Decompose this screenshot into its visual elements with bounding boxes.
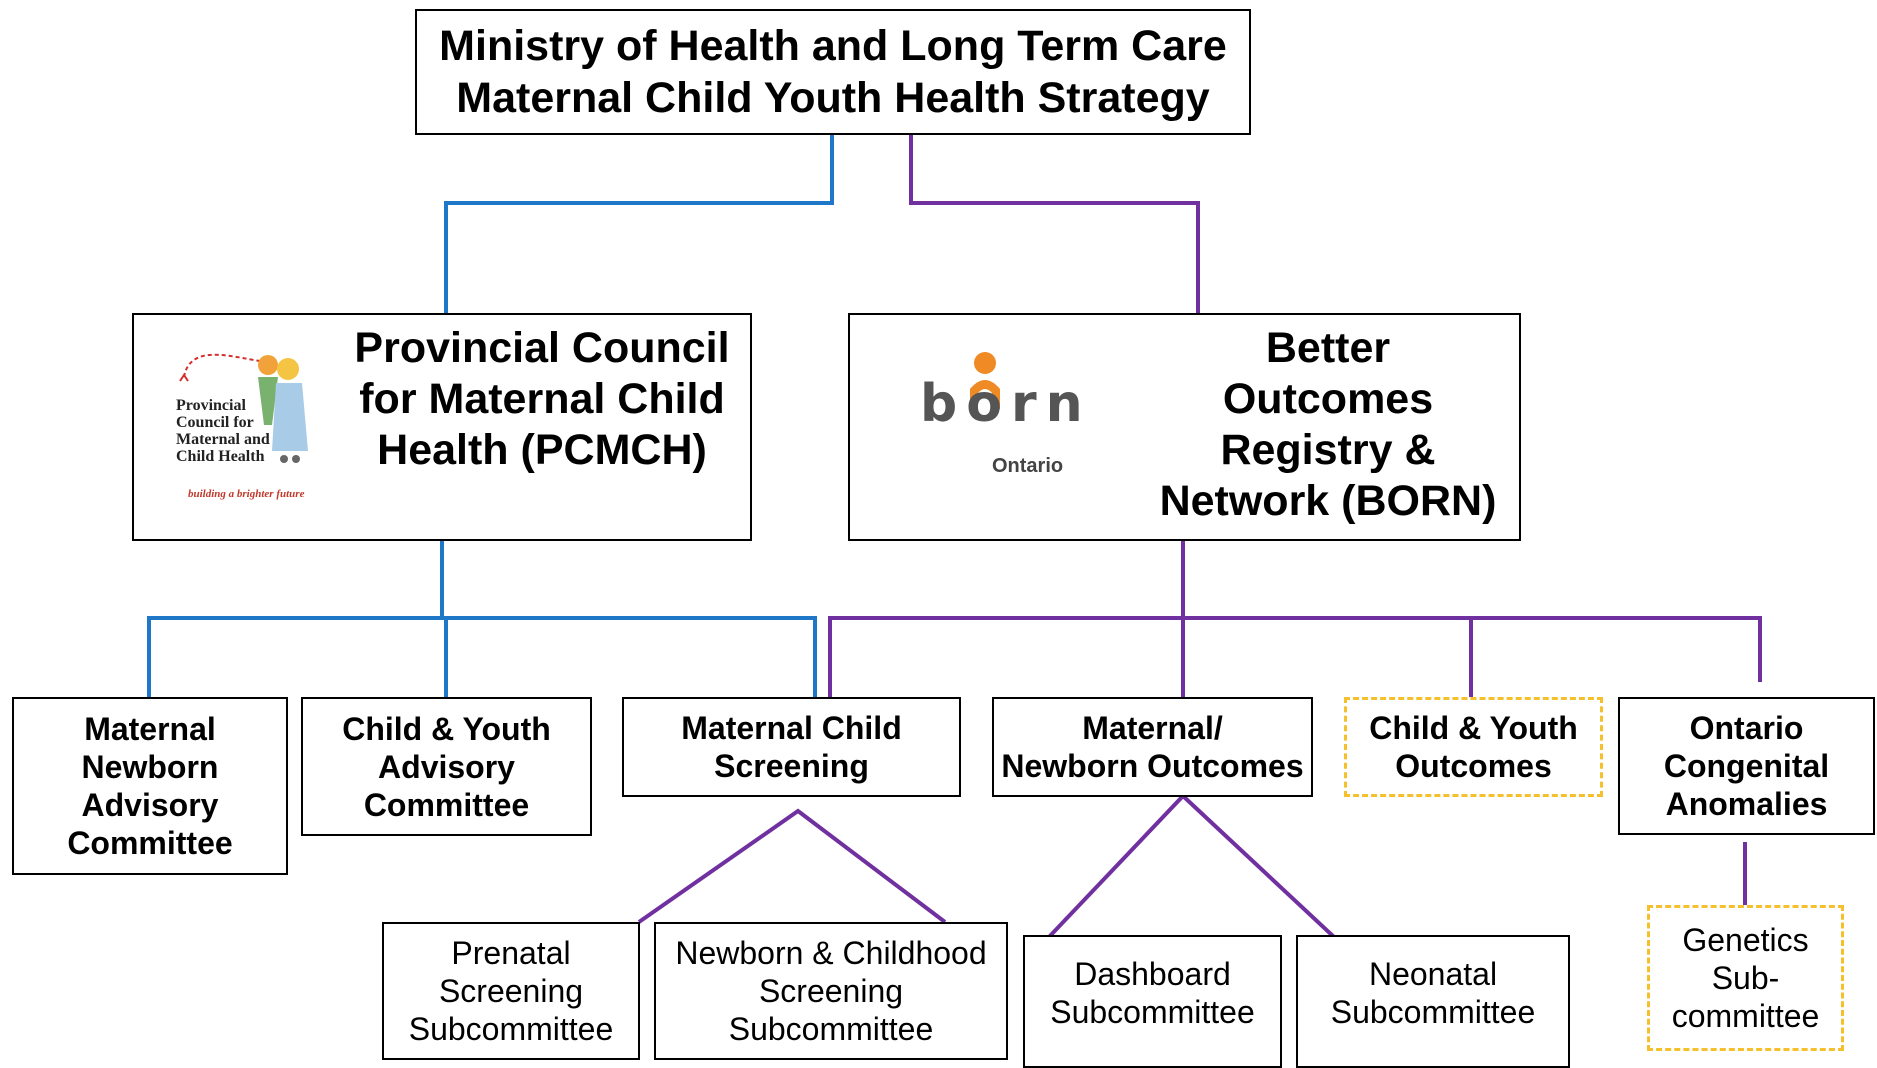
committee-maternal-child-screening: Maternal Child Screening: [622, 697, 961, 797]
ministry-box: Ministry of Health and Long Term Care Ma…: [415, 9, 1251, 135]
connector-ministry-born: [909, 135, 1200, 313]
subcommittee-dashboard: Dashboard Subcommittee: [1023, 935, 1282, 1068]
subcommittee-newborn-childhood-screening: Newborn & Childhood Screening Subcommitt…: [654, 922, 1008, 1060]
subcommittee-neonatal: Neonatal Subcommittee: [1296, 935, 1570, 1068]
committee-label: Maternal/ Newborn Outcomes: [1001, 710, 1304, 784]
committee-label: Maternal Child Screening: [681, 710, 902, 784]
pcmch-logo-line-4: Child Health: [176, 448, 265, 465]
pcmch-logo: Provincial Council for Maternal and Chil…: [172, 339, 322, 500]
born-logo: born Ontario: [920, 349, 1100, 477]
connector-pcmch-branches: [147, 616, 817, 697]
born-box: born Ontario Better Outcomes Registry & …: [848, 313, 1521, 541]
born-logo-region: Ontario: [992, 455, 1064, 477]
connector-born-branches: [828, 616, 1762, 697]
committee-maternal-newborn-outcomes: Maternal/ Newborn Outcomes: [992, 697, 1313, 797]
committee-child-youth-advisory: Child & Youth Advisory Committee: [301, 697, 592, 836]
pcmch-logo-line-2: Council for: [176, 414, 254, 431]
born-logo-figure: [970, 352, 1000, 409]
committee-maternal-newborn-advisory: Maternal Newborn Advisory Committee: [12, 697, 288, 875]
born-title: Better Outcomes Registry & Network (BORN…: [1159, 324, 1497, 525]
connector-screening-subs: [637, 808, 947, 924]
subcommittee-genetics: Genetics Sub- committee: [1647, 905, 1844, 1051]
committee-child-youth-outcomes: Child & Youth Outcomes: [1344, 697, 1603, 797]
pcmch-logo-art: [179, 353, 308, 463]
subcommittee-prenatal-screening: Prenatal Screening Subcommittee: [382, 922, 640, 1060]
connector-outcomes-subs: [1047, 793, 1336, 939]
subcommittee-label: Genetics Sub- committee: [1671, 922, 1820, 1034]
ministry-title: Ministry of Health and Long Term Care: [439, 22, 1227, 70]
committee-ontario-congenital-anomalies: Ontario Congenital Anomalies: [1618, 697, 1875, 835]
pcmch-logo-line-3: Maternal and: [176, 431, 270, 448]
subcommittee-label: Newborn & Childhood Screening Subcommitt…: [675, 935, 987, 1047]
pcmch-logo-line-1: Provincial: [176, 397, 246, 414]
born-logo-word: born: [920, 374, 1092, 434]
committee-label: Child & Youth Outcomes: [1369, 710, 1578, 784]
connector-ministry-pcmch: [444, 135, 834, 313]
committee-label: Child & Youth Advisory Committee: [342, 710, 551, 823]
subcommittee-label: Prenatal Screening Subcommittee: [408, 935, 614, 1047]
pcmch-logo-tagline: building a brighter future: [188, 488, 305, 500]
pcmch-title: Provincial Council for Maternal Child He…: [354, 324, 730, 474]
pcmch-box: Provincial Council for Maternal and Chil…: [132, 313, 752, 541]
subcommittee-label: Neonatal Subcommittee: [1330, 956, 1536, 1030]
committee-label: Maternal Newborn Advisory Committee: [67, 711, 233, 861]
committee-label: Ontario Congenital Anomalies: [1663, 710, 1830, 822]
strategy-title: Maternal Child Youth Health Strategy: [456, 74, 1210, 122]
subcommittee-label: Dashboard Subcommittee: [1050, 956, 1255, 1030]
